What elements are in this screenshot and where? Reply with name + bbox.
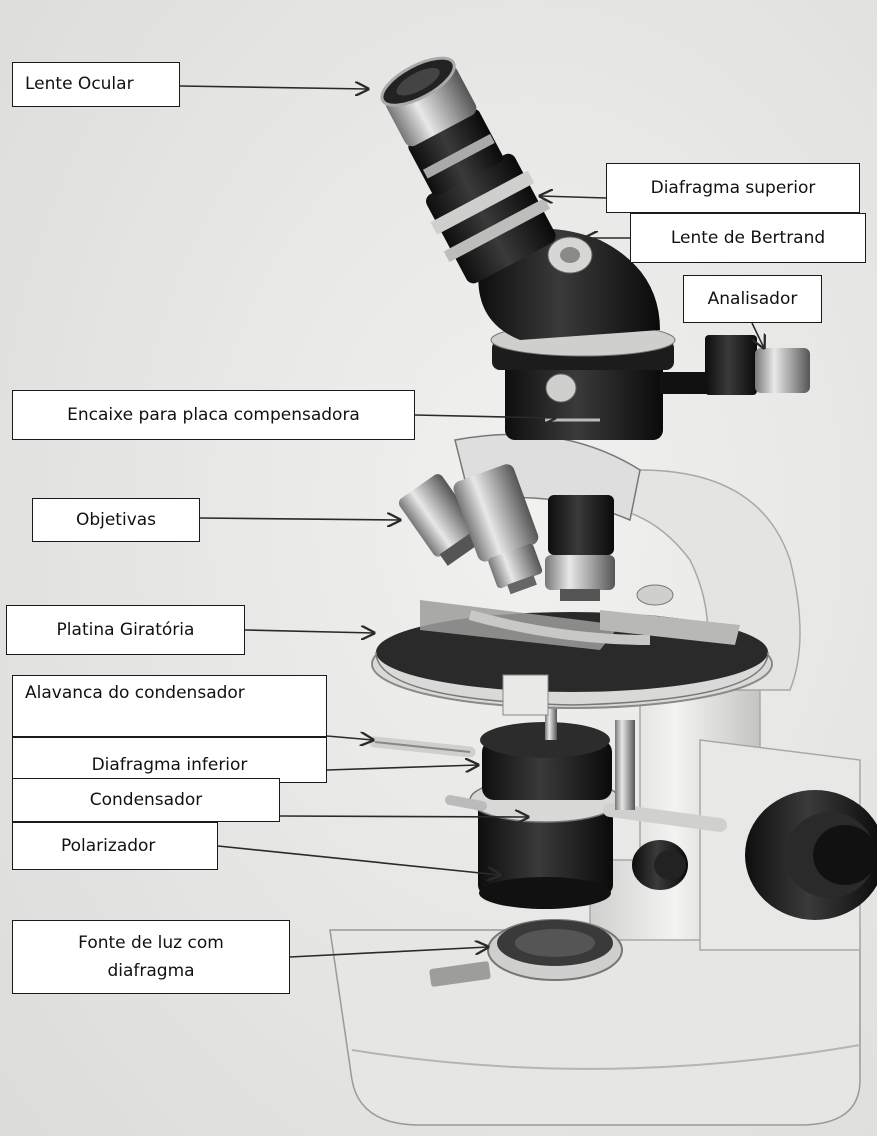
label-alavanca: Alavanca do condensador — [12, 675, 327, 737]
label-diafragma-superior: Diafragma superior — [606, 163, 860, 213]
arrow-condensador — [280, 816, 528, 817]
label-lente-bertrand: Lente de Bertrand — [630, 213, 866, 263]
label-encaixe: Encaixe para placa compensadora — [12, 390, 415, 440]
label-analisador: Analisador — [683, 275, 822, 323]
label-fonte-luz: Fonte de luz com diafragma — [12, 920, 290, 994]
label-platina: Platina Giratória — [6, 605, 245, 655]
label-diafragma-inferior: Diafragma inferior — [12, 737, 327, 783]
label-polarizador: Polarizador — [12, 822, 218, 870]
label-lente-ocular: Lente Ocular — [12, 62, 180, 107]
label-condensador: Condensador — [12, 778, 280, 822]
label-objetivas: Objetivas — [32, 498, 200, 542]
light-source — [488, 920, 622, 980]
fine-focus-knob — [632, 840, 688, 890]
